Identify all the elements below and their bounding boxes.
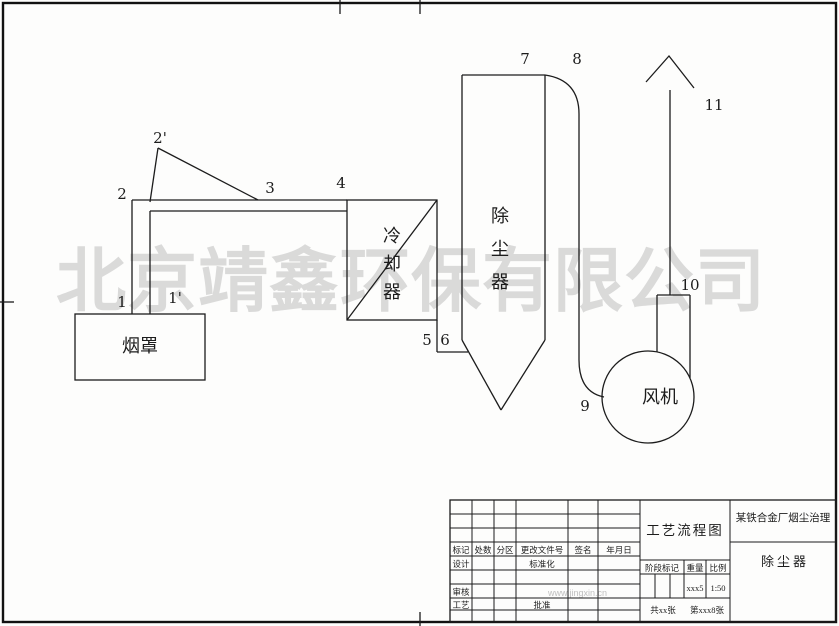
tb-approve-label: 批准: [533, 600, 551, 610]
tb-weight-value: xxx5: [687, 583, 704, 593]
collector-funnel: [461, 339, 502, 411]
title-block: 标记 处数 分区 更改文件号 签名 年月日 设计 标准化 审核 工艺 批准 工艺…: [449, 499, 837, 623]
cooler-label-char: 器: [383, 282, 401, 302]
tb-scale-value: 1:50: [710, 583, 725, 593]
company-watermark: 北京靖鑫环保有限公司: [56, 240, 766, 322]
tb-header-docno: 更改文件号: [521, 545, 564, 555]
point-4: 4: [336, 174, 346, 192]
point-numbers: 1 1' 2 2' 3 4 5 6 7 8 9 10 11: [117, 50, 723, 415]
tb-header-date: 年月日: [606, 545, 632, 555]
tb-sheet-total: 共xx张: [650, 605, 676, 615]
point-8: 8: [572, 50, 582, 68]
damper-line: [157, 147, 259, 201]
fan: 风机: [601, 294, 695, 444]
fan-circle: [601, 350, 695, 444]
tb-part-name: 除尘器: [761, 554, 809, 569]
cooler: 冷 却 器: [346, 199, 468, 353]
url-watermark: www.jingxin.cn: [547, 588, 607, 598]
tb-process-label: 工艺: [452, 600, 469, 610]
collector-label-char: 除: [491, 206, 509, 226]
point-2p: 2': [153, 129, 167, 147]
point-11: 11: [704, 96, 723, 114]
point-6: 6: [440, 331, 450, 349]
tb-weight-label: 重量: [686, 563, 704, 573]
point-7: 7: [520, 50, 530, 68]
cooler-label-char: 却: [383, 254, 401, 274]
point-10: 10: [680, 276, 699, 294]
hood-box: [74, 313, 206, 381]
hood: 烟罩: [74, 313, 206, 381]
collector-to-fan-duct: [544, 74, 605, 398]
dust-collector: 除 尘 器: [461, 74, 546, 411]
point-2: 2: [117, 185, 127, 203]
tb-stage-label: 阶段标记: [645, 563, 680, 573]
collector-label-char: 器: [491, 272, 509, 292]
tb-header-count: 处数: [474, 545, 492, 555]
tb-header-mark: 标记: [452, 545, 470, 555]
cooler-label-char: 冷: [383, 226, 401, 246]
up-arrow-icon: [645, 54, 695, 89]
tb-header-zone: 分区: [496, 545, 514, 555]
tb-scale-label: 比例: [709, 563, 726, 573]
point-1p: 1': [168, 289, 182, 307]
hood-label: 烟罩: [122, 336, 158, 356]
point-5: 5: [422, 331, 432, 349]
exhaust-stack: [645, 54, 695, 295]
tb-drawing-title: 工艺流程图: [646, 523, 724, 538]
hood-to-cooler-duct: [131, 147, 347, 314]
title-block-grid: [450, 500, 836, 622]
tb-check-label: 审核: [452, 587, 470, 597]
point-1: 1: [117, 293, 127, 311]
cooler-box: [346, 199, 438, 321]
tb-design-label: 设计: [452, 559, 470, 569]
tb-sheet-number: 第xxx8张: [690, 605, 725, 615]
tb-header-sign: 签名: [574, 545, 591, 555]
tb-project-title: 某铁合金厂烟尘治理: [736, 511, 831, 524]
damper-line: [149, 147, 159, 203]
cooler-diagonal: [346, 199, 438, 321]
collector-label-char: 尘: [491, 239, 509, 259]
point-9: 9: [580, 397, 590, 415]
collector-funnel: [500, 339, 546, 411]
fan-label: 风机: [642, 387, 678, 407]
point-3: 3: [265, 179, 275, 197]
tb-standardize-label: 标准化: [529, 559, 555, 569]
